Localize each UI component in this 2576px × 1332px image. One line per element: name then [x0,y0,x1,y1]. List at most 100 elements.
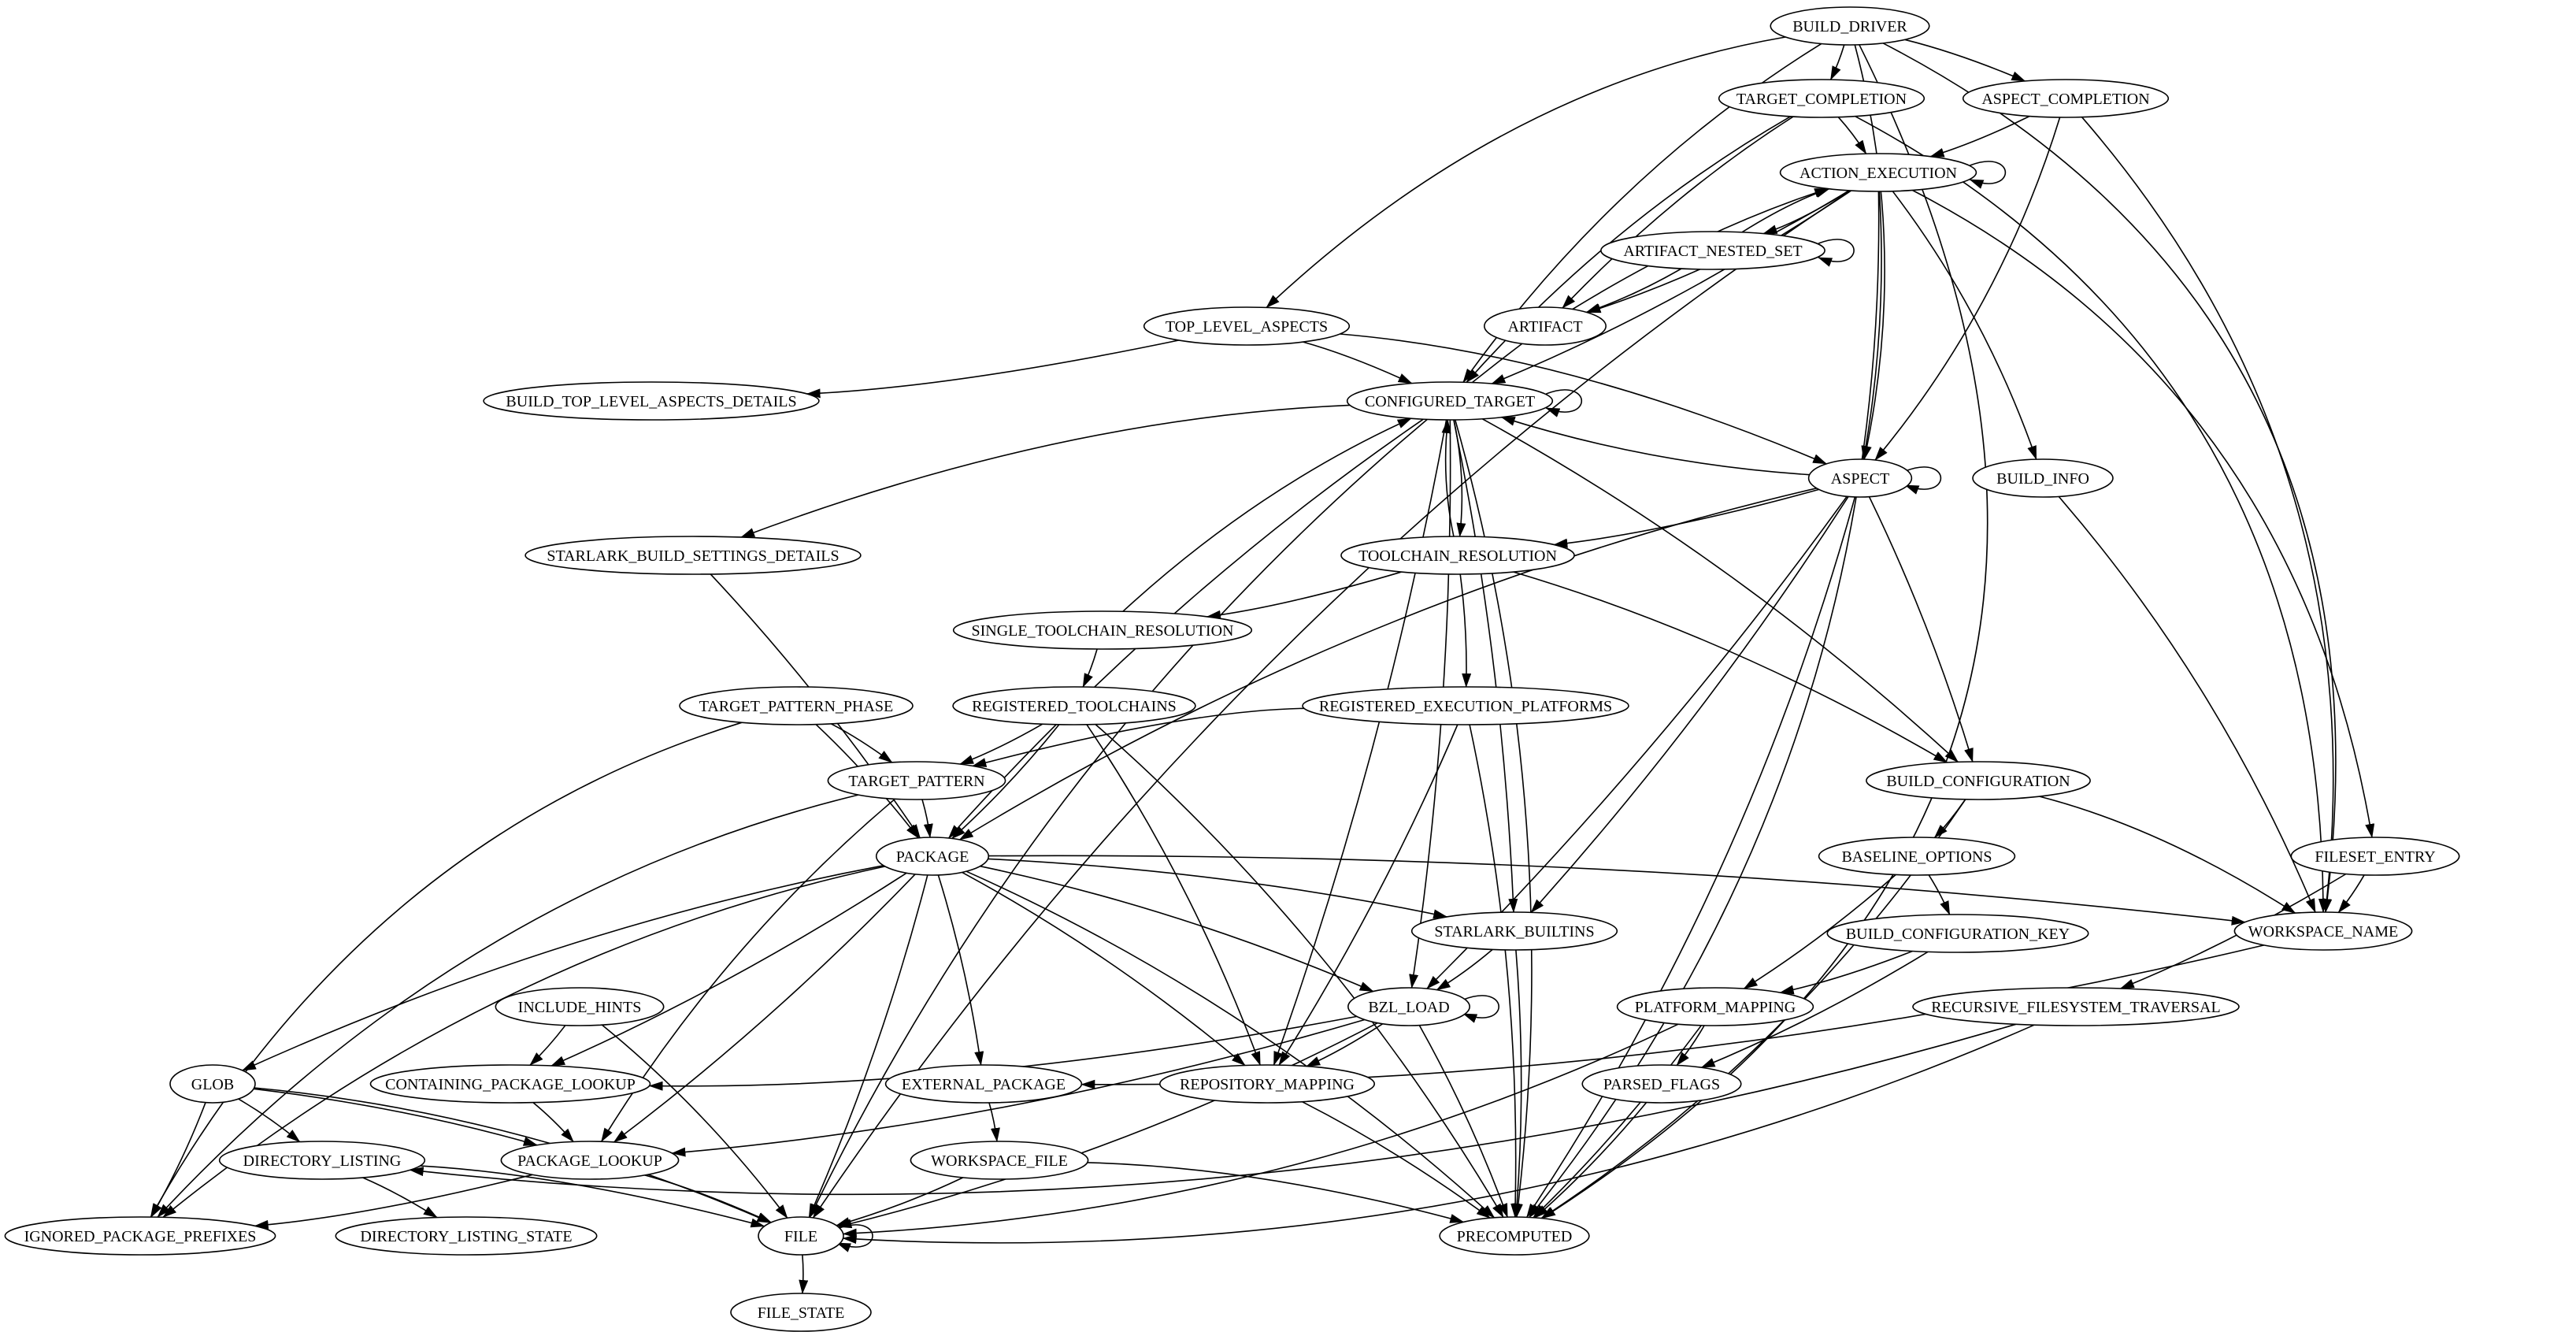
edge-external-package-to-workspace-file [988,1102,1000,1142]
node-shape [1143,306,1351,346]
node-label: BUILD_CONFIGURATION_KEY [1846,926,2070,943]
node-label: ARTIFACT [1507,318,1582,336]
node-label: PARSED_FLAGS [1603,1076,1720,1093]
edge-package-lookup-to-ignored-package-prefixes [254,1174,533,1230]
node-shape [1439,1216,1590,1256]
node-action-execution: ACTION_EXECUTION [1779,153,1977,192]
edge-action-execution-to-aspect [1861,191,1882,461]
node-shape [1826,914,2089,953]
edge-build-driver-to-precomputed [1541,44,1989,1219]
edge-platform-mapping-to-file [842,1023,1679,1238]
edge-build-configuration-to-workspace-name [2039,796,2296,914]
edge-top-level-aspects-to-aspect [1340,333,1828,465]
node-label: TARGET_PATTERN [848,773,984,790]
edge-aspect-completion-to-action-execution [1929,115,2030,158]
node-label: TARGET_COMPLETION [1736,91,1907,108]
node-shape [1770,6,1930,46]
node-target-pattern: TARGET_PATTERN [827,761,1006,800]
edge-registered-execution-platforms-to-repository-mapping [1278,724,1458,1066]
node-shape [1807,458,1913,498]
node-build-info: BUILD_INFO [1972,458,2114,498]
edge-build-driver-to-target-completion [1829,44,1845,80]
edge-aspect-to-precomputed [1526,496,1856,1219]
node-shape [1159,1064,1376,1104]
edge-directory-listing-to-file [420,1165,765,1228]
edge-target-pattern-to-package-lookup [601,798,895,1143]
node-label: GLOB [191,1076,234,1093]
node-aspect: ASPECT [1807,458,1913,498]
edge-package-to-repository-mapping [962,871,1246,1067]
edge-package-to-external-package [937,874,984,1066]
node-shape [730,1293,872,1332]
edge-action-execution-to-fileset-entry [1912,189,2375,838]
edge-configured-target-to-starlark-build-settings-details [740,404,1351,538]
edge-configured-target-to-configured-target [1545,389,1583,417]
node-shape [1410,911,1618,951]
edge-package-to-starlark-builtins [988,858,1448,919]
node-shape [1581,1064,1742,1104]
edge-registered-execution-platforms-to-precomputed [1469,724,1521,1218]
edge-baseline-options-to-platform-mapping [1743,874,1896,989]
edge-target-pattern-phase-to-target-pattern [831,723,893,763]
node-shape [1912,987,2240,1026]
node-precomputed: PRECOMPUTED [1439,1216,1590,1256]
node-build-top-level-aspects-details: BUILD_TOP_LEVEL_ASPECTS_DETAILS [483,381,820,421]
edge-include-hints-to-file [601,1024,788,1219]
edge-bzl-load-to-bzl-load [1462,995,1499,1023]
edge-include-hints-to-containing-package-lookup [529,1025,566,1066]
node-shape [524,536,862,575]
node-label: PLATFORM_MAPPING [1635,999,1796,1016]
node-label: BUILD_DRIVER [1792,18,1907,35]
edge-target-completion-to-action-execution [1837,117,1867,155]
edge-configured-target-to-toolchain-resolution [1453,419,1466,537]
edge-artifact-nested-set-to-artifact-nested-set [1818,239,1855,267]
node-shape [758,1216,844,1256]
edge-package-lookup-to-file [644,1174,773,1223]
edge-configured-target-to-repository-mapping [1273,419,1447,1066]
edge-top-level-aspects-to-configured-target [1303,341,1413,384]
node-configured-target: CONFIGURED_TARGET [1346,381,1554,421]
node-label: PACKAGE [896,848,969,866]
node-shape [483,381,820,421]
edge-parsed-flags-to-precomputed [1534,1102,1648,1219]
edge-package-to-bzl-load [980,865,1374,993]
node-registered-execution-platforms: REGISTERED_EXECUTION_PLATFORMS [1302,686,1629,725]
node-shape [1718,79,1926,118]
edge-package-to-package-lookup [613,874,916,1143]
node-top-level-aspects: TOP_LEVEL_ASPECTS [1143,306,1351,346]
edge-platform-mapping-to-precomputed [1533,1025,1702,1219]
node-shape [875,837,990,876]
edge-aspect-to-configured-target [1500,416,1810,476]
node-label: BUILD_CONFIGURATION [1886,773,2070,790]
edge-action-execution-to-action-execution [1969,161,2007,189]
edge-starlark-builtins-to-precomputed [1512,949,1522,1218]
node-shape [1818,837,2016,876]
node-shape [1779,153,1977,192]
edge-recursive-filesystem-traversal-to-directory-listing [409,1023,2017,1196]
node-label: FILE [784,1228,817,1245]
node-artifact-nested-set: ARTIFACT_NESTED_SET [1600,231,1825,270]
node-shape [218,1141,426,1180]
node-label: ARTIFACT_NESTED_SET [1623,243,1802,260]
edge-glob-to-directory-listing [238,1098,301,1143]
node-recursive-filesystem-traversal: RECURSIVE_FILESYSTEM_TRAVERSAL [1912,987,2240,1026]
node-shape [827,761,1006,800]
node-target-completion: TARGET_COMPLETION [1718,79,1926,118]
node-label: IGNORED_PACKAGE_PREFIXES [24,1228,257,1245]
node-label: SINGLE_TOOLCHAIN_RESOLUTION [972,622,1234,640]
node-label: PRECOMPUTED [1457,1228,1573,1245]
node-shape [4,1216,276,1256]
edge-aspect-to-build-configuration [1868,496,1974,762]
node-shape [369,1064,651,1104]
edge-build-configuration-key-to-parsed-flags [1700,951,1929,1068]
node-shape [1866,761,2091,800]
node-label: WORKSPACE_NAME [2248,923,2398,941]
edge-action-execution-to-file [812,190,1851,1219]
edge-aspect-to-aspect [1904,466,1942,495]
node-shape [1484,306,1607,346]
node-build-configuration: BUILD_CONFIGURATION [1866,761,2091,800]
edge-bzl-load-to-file [837,1022,1378,1229]
edge-registered-toolchains-to-repository-mapping [1086,724,1261,1067]
node-label: FILESET_ENTRY [2315,848,2435,866]
